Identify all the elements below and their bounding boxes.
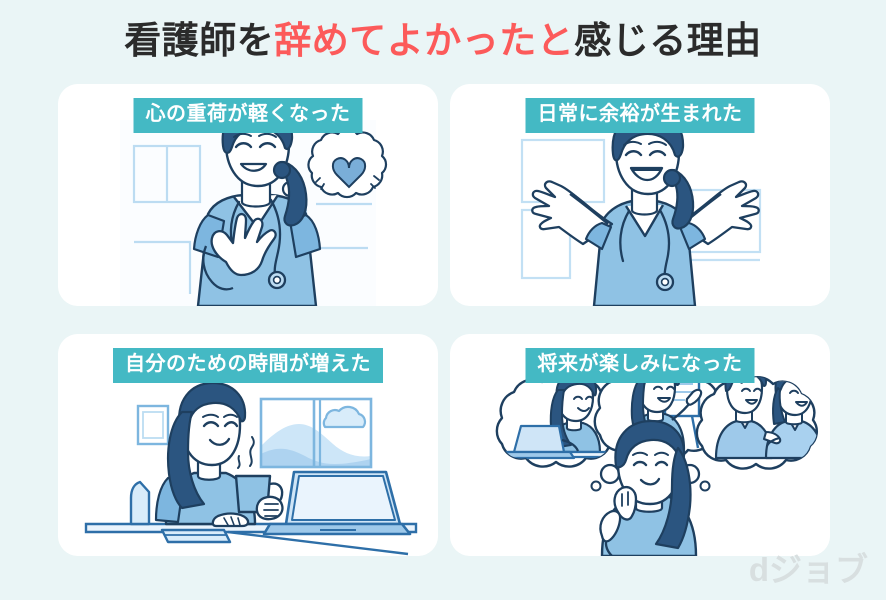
card-reason-2[interactable]: 日常に余裕が生まれた	[450, 84, 830, 306]
card-reason-3[interactable]: 自分のための時間が増えた	[58, 334, 438, 556]
card-label-1: 心の重荷が軽くなった	[133, 98, 363, 133]
card-reason-4[interactable]: 将来が楽しみになった	[450, 334, 830, 556]
page-title-prefix: 看護師を	[124, 20, 275, 61]
page-title: 看護師を辞めてよかったと感じる理由	[0, 18, 886, 64]
illustration-nurse-arms-raised	[450, 84, 830, 306]
page-title-suffix: 感じる理由	[574, 20, 762, 61]
card-reason-1[interactable]: 心の重荷が軽くなった	[58, 84, 438, 306]
card-label-4: 将来が楽しみになった	[525, 348, 755, 383]
page-title-highlight: 辞めてよかったと	[274, 20, 575, 61]
brand-logo: dジョブ	[748, 551, 868, 588]
card-label-2: 日常に余裕が生まれた	[525, 98, 755, 133]
card-grid: 心の重荷が軽くなった	[58, 84, 830, 556]
card-label-3: 自分のための時間が増えた	[113, 348, 383, 383]
